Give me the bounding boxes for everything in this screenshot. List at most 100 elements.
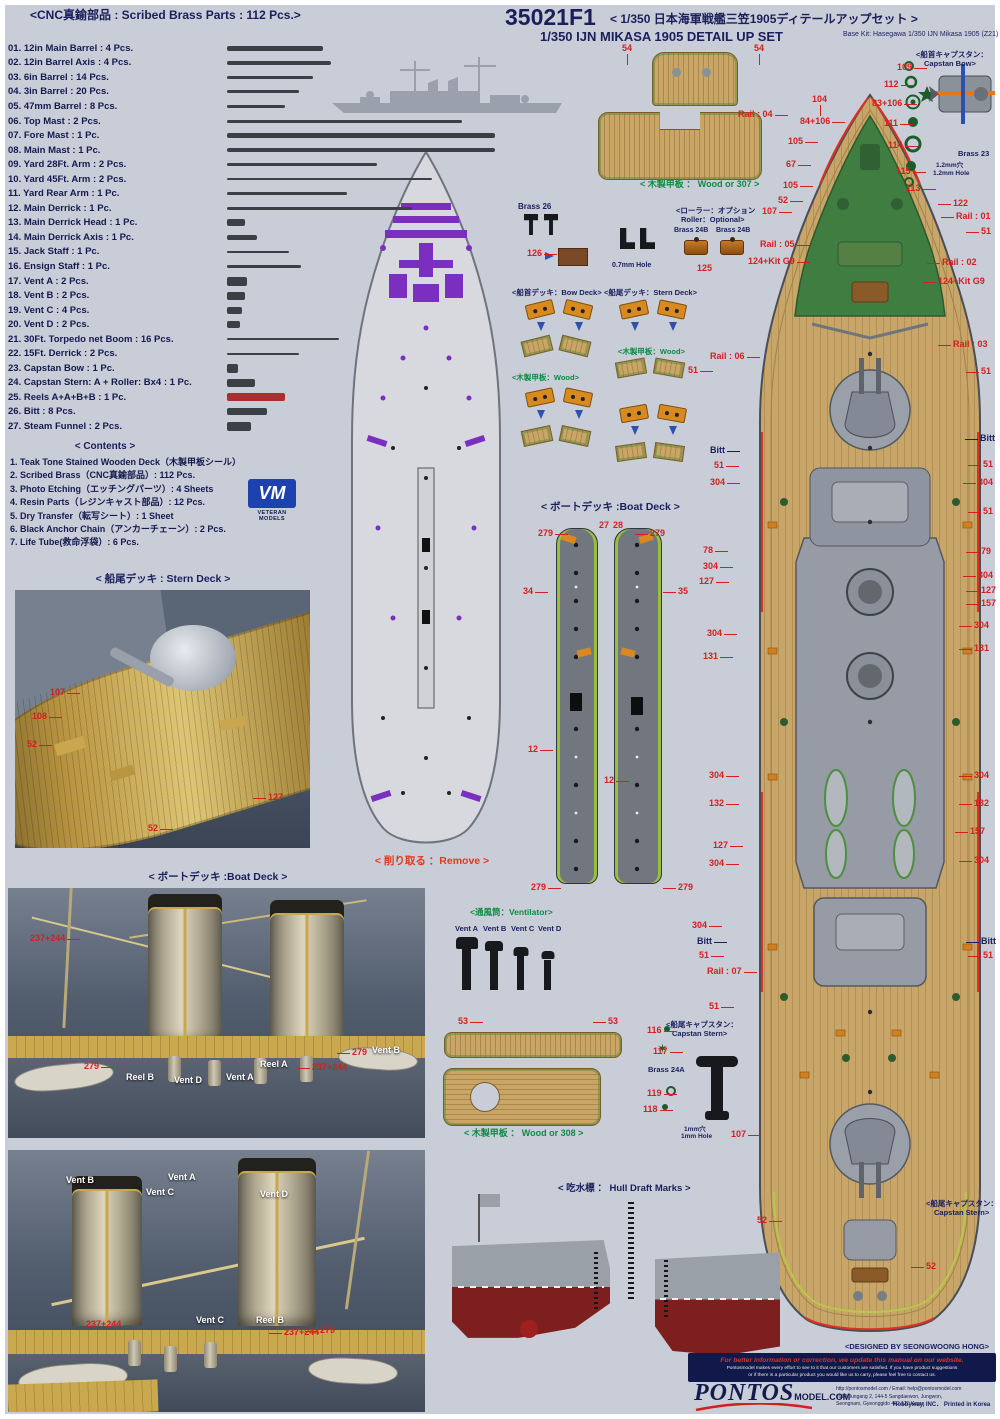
draft-scale-strip [628,1202,634,1302]
callout: 108 [32,711,63,721]
callout: 107 [762,206,793,216]
remove-label: < 削り取る ：Remove > [374,855,490,867]
part-drawing [227,321,240,329]
parts-list-item: 09. Yard 28Ft. Arm : 2 Pcs. [8,157,495,172]
parts-list-item: 13. Main Derrick Head : 1 Pc. [8,216,495,231]
callout: Vent B [483,924,507,933]
callout: Rail : 02 [927,257,977,267]
brass26-label: Brass 26 [518,202,552,211]
parts-list-item: 06. Top Mast : 2 Pcs. [8,114,495,129]
vent-a-part [462,946,471,990]
callout: Vent C [511,924,535,933]
address-line: http://pontosmodel.com / Email: help@pon… [836,1386,962,1392]
part-label: 24. Capstan Stern: A + Roller: Bx4 : 1 P… [8,377,192,389]
arrow-down-icon [669,426,677,439]
callout: 54 [754,43,765,65]
parts-list-item: 10. Yard 45Ft. Arm : 2 Pcs. [8,172,495,187]
propeller-shape [520,1320,538,1338]
part-label: 19. Vent C : 4 Pcs. [8,304,90,316]
callout: 78 [703,545,729,555]
part-drawing [227,265,301,268]
boat-deck-strip-right [614,528,662,884]
stern-deck-small-label: <船尾デッキ：Stern Deck> [604,288,697,297]
callout: 118 [643,1104,672,1114]
callout: 304 [703,561,734,571]
designed-by-label: <DESIGNED BY SEONGWOONG HONG> [845,1342,990,1351]
part-label: 01. 12in Main Barrel : 4 Pcs. [8,42,134,54]
callout: 304 [707,628,738,638]
part-drawing [227,147,495,153]
callout: 107 [731,1129,762,1139]
part-drawing [227,363,238,373]
callout: Vent C [196,1315,225,1325]
callout: 131 [958,643,990,653]
part-label: 10. Yard 45Ft. Arm : 2 Pcs. [8,173,127,185]
part-drawing [227,337,339,341]
callout: 52 [148,823,174,833]
wood-deck-piece-53 [444,1032,622,1058]
contents-list: 1. Teak Tone Stained Wooden Deck（木製甲板シール… [10,456,241,550]
parts-list: 01. 12in Main Barrel : 4 Pcs. 02. 12in B… [8,41,495,434]
part-label: 02. 12in Barrel Axis : 4 Pcs. [8,57,132,69]
photo-mast-shape [62,888,73,1028]
callout: 34 [523,586,549,596]
callout: Bitt [710,445,740,455]
wood-307-label: < 木製甲板 ： Wood or 307 > [640,179,760,189]
kit-deck-plan [351,150,501,844]
callout: 279 [662,882,694,892]
photo-vent-shape [168,1056,181,1082]
wood-label-bow: <木製甲板：Wood> [512,373,579,382]
callout: 237+244 [268,1327,320,1337]
callout: 279 [304,1325,336,1335]
callout: 51 [714,460,740,470]
callout: 304 [709,770,740,780]
part-label: 26. Bitt : 8 Pcs. [8,406,76,418]
wood-deck-piece-54 [652,52,738,106]
callout: 127 [713,840,744,850]
capstan-dot-part [662,1104,668,1110]
part-drawing [227,45,323,51]
roller-part [684,237,708,255]
parts-list-item: 22. 15Ft. Derrick : 2 Pcs. [8,346,495,361]
part-label: 11. Yard Rear Arm : 1 Pc. [8,188,120,200]
photo-funnel-shape [238,1158,316,1326]
callout: 51 [699,950,725,960]
veteran-models-logo-text: VETERAN MODELS [257,510,287,522]
contents-title: < Contents > [74,441,136,452]
part-drawing [227,75,313,79]
base-kit-note: Base Kit: Hasegawa 1/350 IJN Mikasa 1905… [843,31,999,38]
callout: 79 [965,546,992,556]
part-label: 27. Steam Funnel : 2 Pcs. [8,420,123,432]
center-boat-deck-label: < ボートデッキ :Boat Deck > [541,501,680,513]
part-label: 13. Main Derrick Head : 1 Pc. [8,217,138,229]
callout: 1.2mm穴 [936,162,964,169]
contents-item: 6. Black Anchor Chain（アンカーチェーン）: 2 Pcs. [10,524,226,535]
deck-hole [702,68,711,77]
callout: 67 [786,159,812,169]
callout: 119 [647,1088,676,1098]
hole-07mm-label: 0.7mm Hole [612,262,652,269]
pontos-brand-text: PONTOS [694,1380,795,1406]
callout: 279 [538,528,569,538]
callout: 51 [967,506,994,516]
parts-list-item: 17. Vent A : 2 Pcs. [8,274,495,289]
arrow-right-icon [545,252,558,260]
capstan-stern-right-label-1: <船尾キャプスタン： [926,1199,998,1208]
callout: Vent A [168,1172,196,1182]
wood-308-label: < 木製甲板 ： Wood or 308 > [464,1128,584,1138]
stern-deck-photo-label: < 船尾デッキ : Stern Deck > [95,573,231,585]
photo-vent-shape [204,1342,217,1368]
resin-plate-126 [558,248,588,266]
title-english: 1/350 IJN MIKASA 1905 DETAIL UP SET [540,29,783,44]
callout: Bitt [965,433,995,443]
part-drawing [227,60,331,65]
callout: 12 [528,744,554,754]
callout: 157 [965,598,997,608]
stern-deck-photo [15,590,310,848]
callout: Brass 23 [958,149,990,158]
photo-vent-shape [208,1060,221,1086]
parts-list-item: 11. Yard Rear Arm : 1 Pc. [8,186,495,201]
draft-ticks [594,1252,598,1312]
deck-hole [672,68,681,77]
